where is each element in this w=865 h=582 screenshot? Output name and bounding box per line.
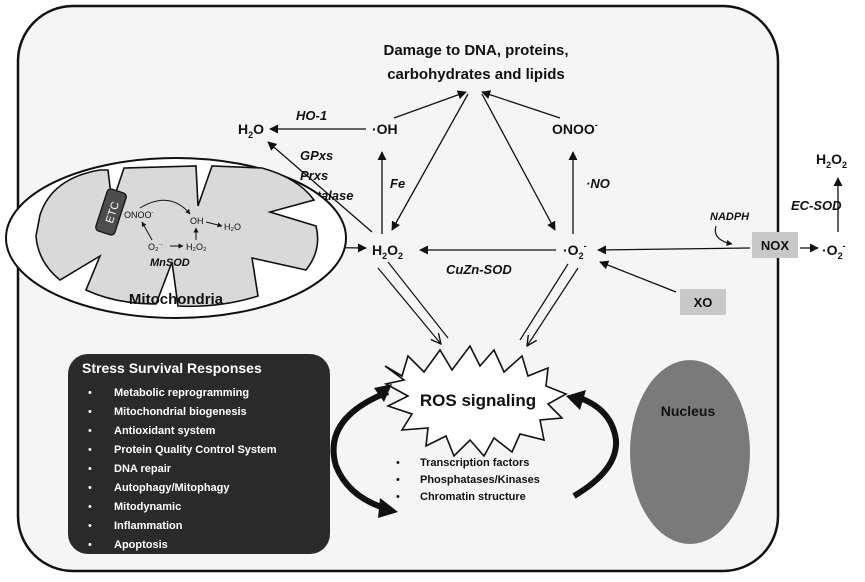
curved-arrow-right — [572, 395, 620, 499]
prxs-label: Prxs — [300, 168, 328, 183]
stress-item: DNA repair — [114, 463, 172, 475]
stress-item: Mitodynamic — [114, 501, 181, 513]
stress-item-bullet: • — [88, 463, 92, 475]
stress-items-list: • Metabolic reprogramming • Mitochondrial b… — [88, 387, 277, 551]
nucleus — [630, 360, 750, 544]
mito-superoxide-label: O₂·- — [148, 242, 163, 252]
ros-target-item: Transcription factors — [420, 457, 529, 469]
mito-arrow-onoo-to-oh — [139, 199, 191, 215]
mito-hydroxyl-label: OH — [190, 216, 204, 226]
xo-label: XO — [694, 295, 713, 310]
stress-item-bullet: • — [88, 539, 92, 551]
ros-targets-list: • Transcription factors • Phosphatases/Kina… — [396, 457, 540, 503]
stress-item: Mitochondrial biogenesis — [114, 406, 247, 418]
arrow-damage-to-h2o2 — [391, 93, 469, 231]
fe-label: Fe — [390, 176, 405, 191]
stress-item: Autophagy/Mitophagy — [114, 482, 230, 494]
mito-peroxynitrite-label: ONOO- — [124, 210, 154, 220]
nadph-label: NADPH — [710, 211, 750, 223]
mitochondria-label: Mitochondria — [129, 291, 224, 308]
curved-arrow-left-head — [378, 498, 398, 518]
water-label-left: H2O — [238, 121, 264, 140]
arrow-nox-to-superoxide — [597, 245, 751, 255]
ho1-label: HO-1 — [296, 108, 327, 123]
stress-item-bullet: • — [88, 501, 92, 513]
hydroxyl-radical-label: ·OH — [372, 121, 398, 137]
hydrogen-peroxide-center-label: H2O2 — [372, 242, 403, 261]
stress-item-bullet: • — [88, 520, 92, 532]
ros-signaling-burst — [383, 344, 568, 458]
nitric-oxide-label: ·NO — [586, 176, 610, 191]
stress-item-bullet: • — [88, 406, 92, 418]
arrow-xo-to-superoxide — [599, 260, 677, 293]
ec-sod-label: EC-SOD — [791, 198, 842, 213]
xo-box — [680, 289, 726, 315]
arrow-h2o2-to-ros — [377, 261, 449, 344]
curved-arrow-left-tail-head — [374, 384, 392, 402]
arrow-damage-to-superoxide — [481, 93, 556, 231]
gpxs-label: GPxs — [300, 148, 333, 163]
arrow-onoo-to-damage — [481, 90, 561, 119]
stress-item: Metabolic reprogramming — [114, 387, 249, 399]
nucleus-label: Nucleus — [661, 403, 716, 419]
arrow-h2o2-to-h2o — [267, 141, 373, 233]
stress-box-title: Stress Survival Responses — [82, 360, 262, 376]
mito-arrow-oh-to-h2o — [205, 221, 223, 228]
stress-item: Apoptosis — [114, 539, 168, 551]
mito-hydrogen-peroxide-label: H₂O₂ — [186, 242, 207, 252]
curved-arrow-left — [330, 389, 390, 511]
stress-item: Antioxidant system — [114, 425, 216, 437]
ros-target-item: Phosphatases/Kinases — [420, 474, 540, 486]
superoxide-center-label: ·O2- — [563, 241, 587, 261]
stress-item-bullet: • — [88, 425, 92, 437]
mitochondria: ETC ONOO- OH H₂O O₂·- H₂O₂ MnSOD Mitocho… — [5, 157, 347, 319]
curved-arrow-right-head — [566, 390, 586, 410]
arrow-superoxide-to-ros — [519, 263, 579, 346]
ros-target-bullet: • — [396, 474, 400, 486]
cuzn-sod-label: CuZn-SOD — [446, 262, 512, 277]
nadph-curved-arrow — [714, 225, 733, 246]
peroxynitrite-label: ONOO- — [552, 120, 598, 137]
nox-box — [752, 232, 798, 258]
stress-survival-box: Stress Survival Responses • Metabolic rep… — [68, 354, 330, 554]
stress-item-bullet: • — [88, 444, 92, 456]
mito-arrow-superoxide-to-onoo — [141, 221, 153, 241]
damage-title-line2: carbohydrates and lipids — [387, 66, 565, 83]
damage-title-line1: Damage to DNA, proteins, — [383, 42, 568, 59]
mnsod-label: MnSOD — [150, 257, 190, 269]
stress-item: Protein Quality Control System — [114, 444, 277, 456]
stress-item-bullet: • — [88, 482, 92, 494]
stress-item: Inflammation — [114, 520, 183, 532]
ros-signaling-label: ROS signaling — [420, 391, 536, 410]
hydrogen-peroxide-right-label: H2O2 — [816, 151, 847, 170]
arrow-oh-to-damage — [393, 90, 467, 119]
etc-complex: ETC — [95, 188, 127, 236]
mito-water-label: H₂O — [224, 222, 241, 232]
ros-target-item: Chromatin structure — [420, 491, 526, 503]
stress-item-bullet: • — [88, 387, 92, 399]
nox-label: NOX — [761, 238, 790, 253]
superoxide-right-label: ·O2- — [822, 241, 846, 261]
ros-target-bullet: • — [396, 491, 400, 503]
ros-target-bullet: • — [396, 457, 400, 469]
